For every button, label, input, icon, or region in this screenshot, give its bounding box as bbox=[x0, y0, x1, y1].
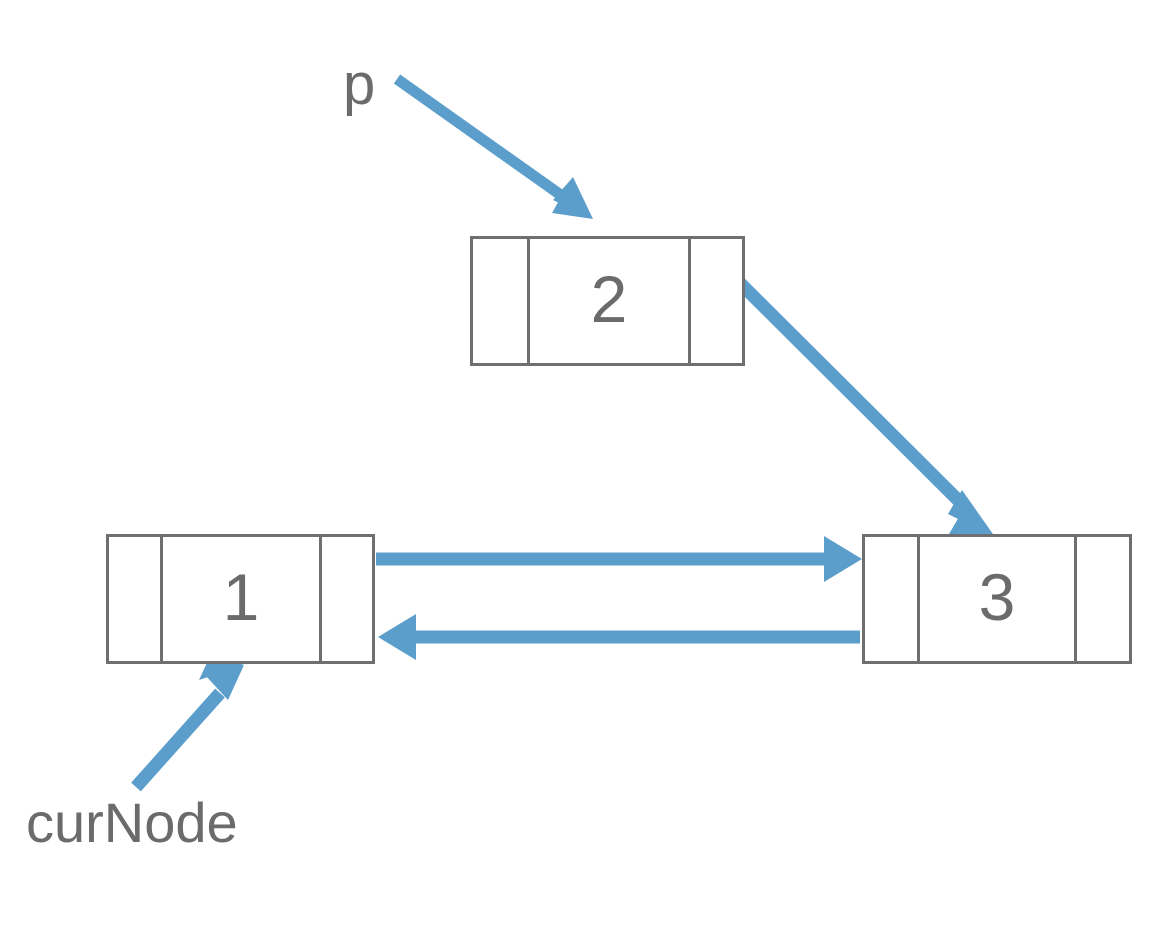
arrow-node1-to-node3 bbox=[376, 536, 862, 582]
node-1-value: 1 bbox=[163, 537, 319, 661]
node-2-value: 2 bbox=[530, 239, 688, 363]
arrow-curnode-to-node1 bbox=[131, 652, 244, 792]
list-node-1[interactable]: 1 bbox=[106, 534, 375, 664]
pointer-label-curnode: curNode bbox=[26, 791, 238, 854]
arrow-p-to-node2 bbox=[393, 74, 593, 219]
node-3-next-pointer-cell[interactable] bbox=[1074, 537, 1129, 661]
node-1-prev-pointer-cell[interactable] bbox=[109, 537, 163, 661]
node-2-next-pointer-cell[interactable] bbox=[688, 239, 742, 363]
arrow-node2-to-node3 bbox=[730, 273, 995, 537]
list-node-3[interactable]: 3 bbox=[862, 534, 1132, 664]
arrow-node3-to-node1 bbox=[378, 614, 860, 660]
node-2-prev-pointer-cell[interactable] bbox=[473, 239, 530, 363]
pointer-label-p: p bbox=[343, 52, 376, 117]
node-3-prev-pointer-cell[interactable] bbox=[865, 537, 920, 661]
list-node-2[interactable]: 2 bbox=[470, 236, 745, 366]
node-1-next-pointer-cell[interactable] bbox=[319, 537, 372, 661]
node-3-value: 3 bbox=[920, 537, 1074, 661]
